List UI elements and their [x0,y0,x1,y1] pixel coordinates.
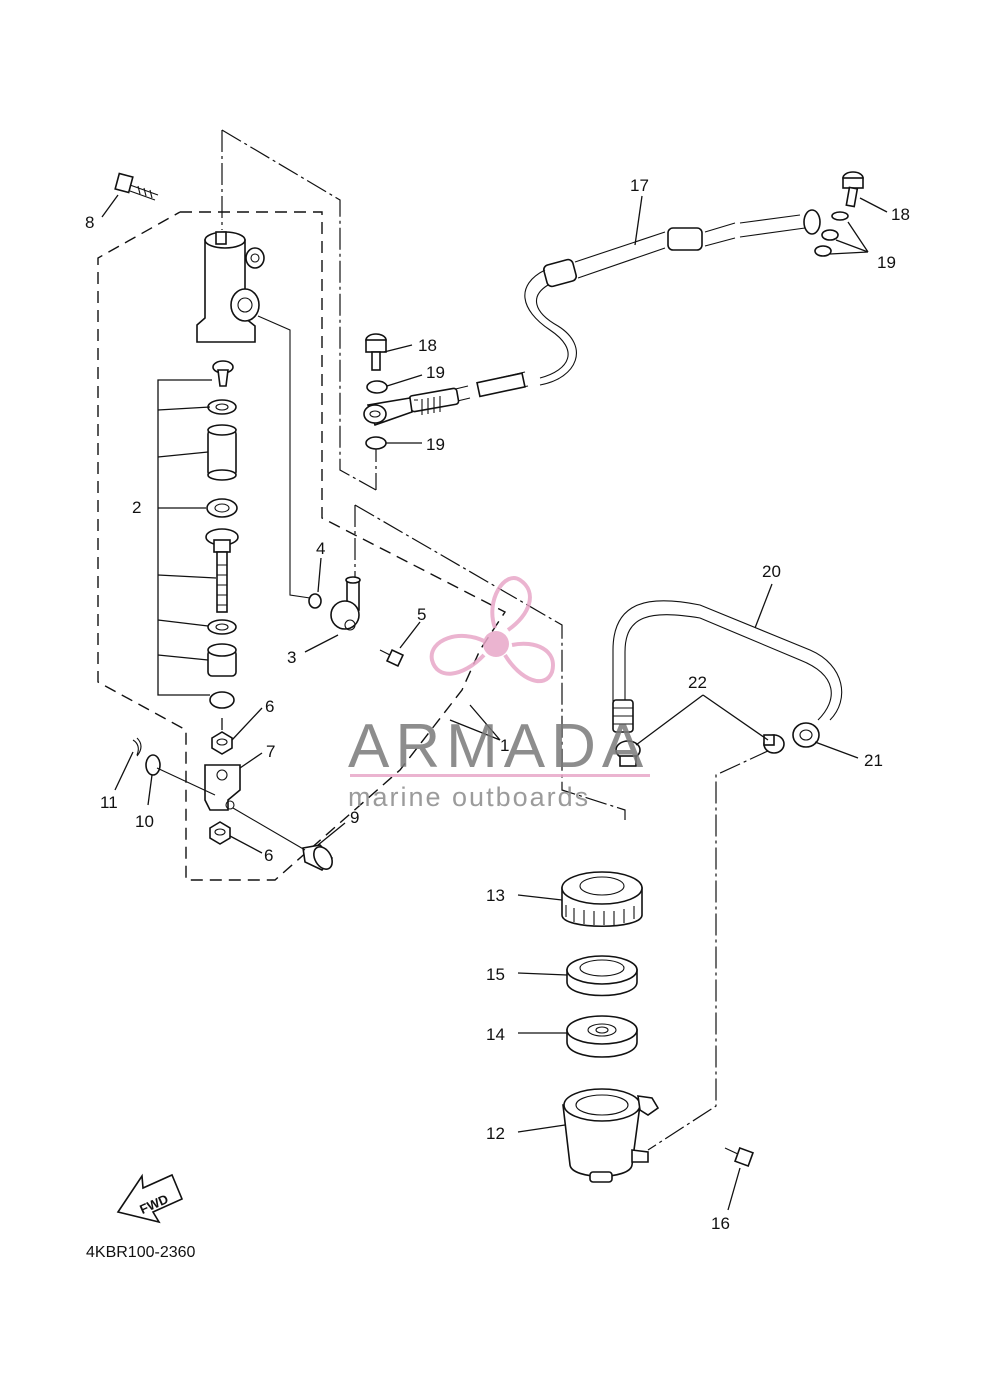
washer-19-left-lower [365,436,387,450]
leader-12 [517,1124,566,1133]
leader-2-bracket [157,379,212,696]
diaphragm-14 [566,1015,638,1058]
callout-4: 4 [316,539,325,558]
callout-10: 10 [135,812,154,831]
leader-9 [317,822,346,846]
callout-22: 22 [688,673,707,692]
master-cylinder-body [196,231,265,343]
washer-19-right-upper [831,211,849,221]
reservoir-tank-12 [562,1088,660,1183]
callout-2: 2 [132,498,141,517]
pin-9 [302,844,334,871]
leader-13 [517,894,563,901]
leader-11 [114,751,134,791]
cotter-pin-11 [132,737,142,757]
callout-15: 15 [486,965,505,984]
chain-line-mid [354,504,626,820]
callout-18-right: 18 [891,205,910,224]
reservoir-cap-13 [561,871,643,927]
brake-hose-17 [363,209,821,427]
leader-20 [754,583,773,629]
leader-6-upper [231,707,263,741]
callout-3: 3 [287,648,296,667]
hose-clamp-22-left [615,740,641,767]
union-bolt-18-right [842,171,864,208]
assembly-dashed-outline [97,211,507,881]
callout-6-lower: 6 [264,846,273,865]
diaphragm-plate-15 [566,955,638,997]
callout-19-left-lower: 19 [426,435,445,454]
union-bolt-18-left [365,333,387,371]
callout-14: 14 [486,1025,505,1044]
washer-19-right-lower [814,245,832,257]
washer-19-right-mid [821,229,839,241]
callout-19-left-upper: 19 [426,363,445,382]
fwd-direction-arrow: FWD [116,1173,184,1224]
leader-1 [449,704,501,741]
o-ring-4 [308,593,322,609]
watermark-divider [350,774,650,777]
callout-5: 5 [417,605,426,624]
callout-18-left: 18 [418,336,437,355]
leader-19-right [829,221,869,255]
callout-11: 11 [100,793,118,812]
callout-21: 21 [864,751,883,770]
watermark-brand: ARMADA [348,712,649,781]
leader-16 [727,1167,741,1211]
callout-9: 9 [350,808,359,827]
propeller-icon [429,576,555,684]
nut-6-lower [209,821,231,845]
washer-10 [145,754,161,776]
callout-7: 7 [266,742,275,761]
clevis-7 [204,764,241,811]
callout-12: 12 [486,1124,505,1143]
leader-22 [635,694,769,746]
leader-8 [101,194,119,218]
hose-union-3 [330,576,361,631]
chain-line-clamp-to-screw [647,749,771,1151]
diagram-code: 4KBR100-2360 [86,1244,196,1261]
leader-19-left-upper [386,374,423,387]
callout-8: 8 [85,213,94,232]
callout-19-right: 19 [877,253,896,272]
leader-17 [634,195,643,246]
leader-10 [147,774,153,806]
watermark-tagline: marine outboards [348,782,590,812]
leader-18-left [383,344,413,353]
leader-21 [814,741,859,759]
watermark-logo: ARMADA marine outboards [348,576,650,812]
callout-16: 16 [711,1214,730,1233]
chain-line-top [221,129,377,491]
piston-kit [205,360,239,709]
leader-3 [304,634,339,653]
callout-17: 17 [630,176,649,195]
leader-6-lower [229,835,263,854]
washer-19-left-upper [366,380,388,394]
nut-6-upper [211,731,233,755]
bolt-8 [114,172,159,201]
callout-1: 1 [500,736,509,755]
hose-clamp-22-right [763,734,785,754]
screw-5 [379,648,405,668]
leader-15 [517,972,568,976]
leader-5 [399,621,421,649]
callout-6-upper: 6 [265,697,274,716]
screw-16 [724,1147,754,1167]
leader-4 [317,557,322,593]
leader-7 [239,752,263,769]
callout-20: 20 [762,562,781,581]
reservoir-hose-20 [612,600,843,748]
leader-18-right [859,197,888,213]
callout-13: 13 [486,886,505,905]
